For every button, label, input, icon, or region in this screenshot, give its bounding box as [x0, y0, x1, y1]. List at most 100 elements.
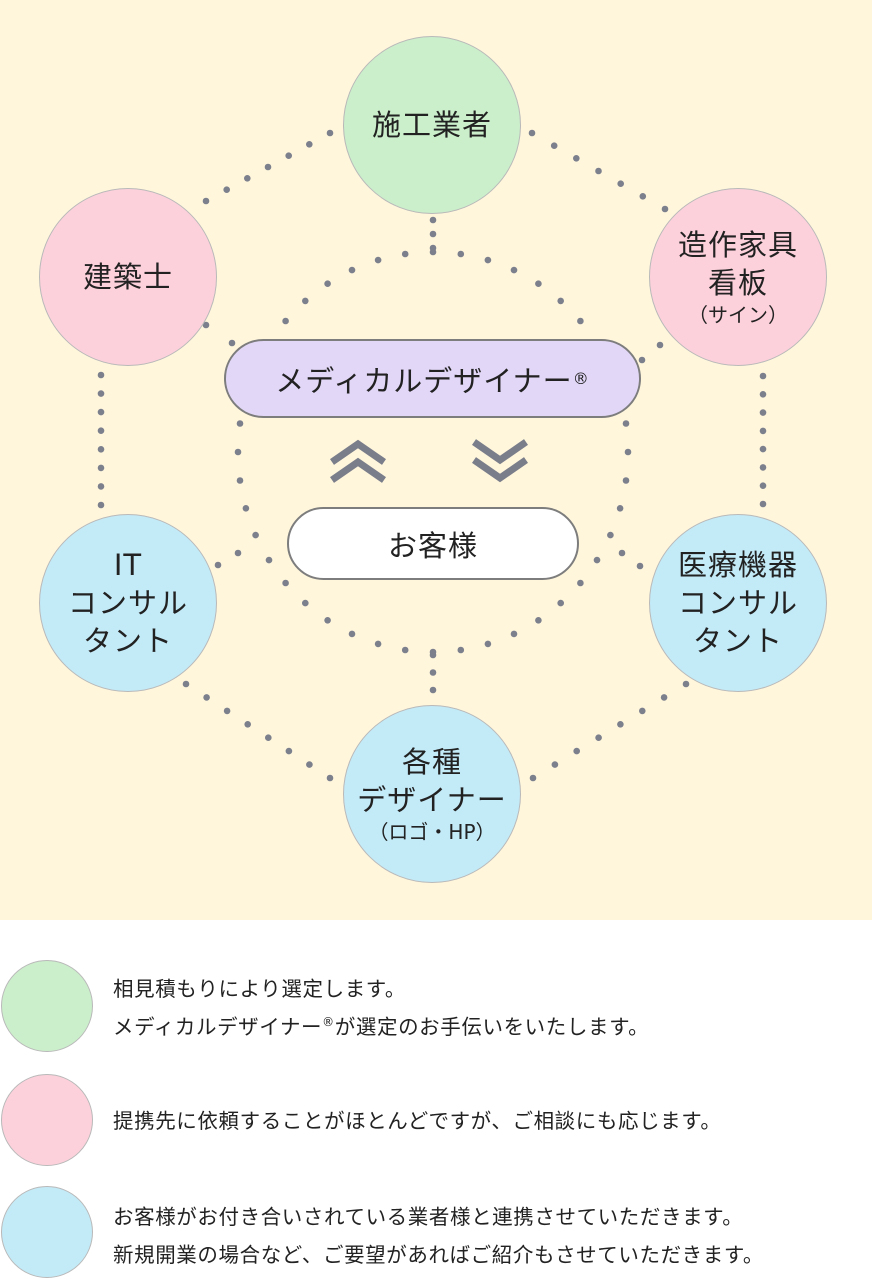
- connector-dot: [97, 483, 105, 490]
- connector-dot: [484, 640, 492, 648]
- legend-pink-line1: 提携先に依頼することがほとんどですが、ご相談にも応じます。: [113, 1109, 722, 1133]
- node-contractor: 施工業者: [343, 36, 521, 214]
- connector-dot: [374, 256, 382, 264]
- legend-blue-line2: 新規開業の場合など、ご要望があればご紹介もさせていただきます。: [113, 1243, 765, 1267]
- legend-green-swatch: [1, 960, 93, 1052]
- connector-dot: [97, 501, 105, 509]
- connector-dot: [510, 630, 518, 638]
- connector-dot: [557, 599, 564, 607]
- connector-dot: [202, 321, 210, 329]
- connector-dot: [282, 317, 289, 325]
- connector-dot: [759, 409, 767, 416]
- connector-dot: [223, 707, 231, 715]
- connector-dot: [244, 721, 251, 728]
- connector-dot: [759, 391, 767, 398]
- double-chevron-down-icon: [472, 439, 528, 483]
- connector-dot: [682, 680, 690, 688]
- connector-dot: [324, 617, 331, 624]
- connector-dot: [97, 446, 105, 453]
- connector-dot: [429, 230, 437, 238]
- connector-dot: [529, 774, 537, 782]
- connector-dot: [759, 445, 767, 453]
- connector-dot: [593, 556, 601, 564]
- node-contractor-label: 施工業者: [371, 108, 492, 142]
- connector-dot: [577, 317, 584, 325]
- legend-blue-text: お客様がお付き合いされている業者様と連携させていただきます。 新規開業の場合など…: [113, 1198, 764, 1274]
- connector-dot: [202, 197, 210, 205]
- node-medical-line1: 医療機器: [677, 548, 798, 582]
- node-designers-note: （ロゴ・HP）: [368, 820, 496, 844]
- node-medical-line3: タント: [692, 624, 783, 658]
- connector-dot: [97, 427, 105, 435]
- legend-blue-line1: お客様がお付き合いされている業者様と連携させていただきます。: [113, 1205, 744, 1229]
- connector-dot: [656, 341, 664, 349]
- connector-dot: [324, 280, 331, 288]
- node-architect-label: 建築士: [82, 260, 173, 294]
- connector-dot: [401, 250, 409, 258]
- connector-dot: [326, 774, 334, 782]
- connector-dot: [401, 646, 409, 654]
- connector-dot: [306, 761, 313, 768]
- node-it-line3: タント: [82, 624, 173, 658]
- connector-dot: [302, 297, 309, 305]
- connector-dot: [551, 761, 559, 768]
- node-medical-line2: コンサル: [677, 586, 798, 620]
- legend-green-line1: 相見積もりにより選定します。: [113, 977, 406, 1001]
- connector-dot: [228, 339, 236, 347]
- legend-blue-swatch: [1, 1186, 93, 1278]
- connector-dot: [264, 163, 272, 171]
- legend-blue: お客様がお付き合いされている業者様と連携させていただきます。 新規開業の場合など…: [0, 1186, 872, 1280]
- connector-dot: [618, 549, 626, 557]
- client-pill: お客様: [287, 507, 579, 580]
- connector-dot: [759, 500, 767, 508]
- service-network-diagram: 施工業者 建築士 造作家具 看板 （サイン） IT コンサル タント 医療機器 …: [0, 0, 872, 920]
- connector-dot: [97, 464, 105, 472]
- connector-dot: [759, 372, 767, 380]
- connector-dot: [429, 216, 437, 224]
- node-fixtures-note: （サイン）: [688, 303, 788, 327]
- node-it-consultant: IT コンサル タント: [39, 514, 217, 692]
- connector-dot: [244, 175, 251, 182]
- connector-dot: [550, 142, 558, 149]
- connector-dot: [348, 630, 356, 638]
- connector-dot: [661, 205, 669, 213]
- connector-dot: [624, 448, 632, 456]
- connector-dot: [528, 129, 536, 137]
- connector-dot: [429, 244, 437, 252]
- connector-dot: [97, 371, 105, 379]
- node-designers-line2: デザイナー: [357, 783, 507, 817]
- node-it-line1: IT: [113, 548, 143, 582]
- client-label: お客様: [387, 528, 478, 563]
- connector-dot: [457, 250, 465, 258]
- connector-dot: [607, 531, 614, 539]
- node-it-line2: コンサル: [67, 586, 188, 620]
- connector-dot: [573, 747, 580, 755]
- node-fixtures-signage: 造作家具 看板 （サイン）: [649, 188, 827, 366]
- legend-pink: 提携先に依頼することがほとんどですが、ご相談にも応じます。: [0, 1074, 872, 1170]
- node-architect: 建築士: [39, 188, 217, 366]
- connector-dot: [374, 640, 382, 648]
- connector-dot: [759, 464, 767, 471]
- connector-dot: [535, 617, 542, 624]
- connector-dot: [236, 420, 244, 427]
- connector-dot: [617, 180, 624, 187]
- connector-dot: [285, 747, 293, 755]
- connector-dot: [348, 266, 356, 274]
- connector-dot: [429, 686, 437, 694]
- connector-dot: [326, 129, 334, 137]
- node-designers-line1: 各種: [401, 745, 462, 779]
- connector-dot: [759, 427, 767, 435]
- legend-green: 相見積もりにより選定します。 メディカルデザイナー®が選定のお手伝いをいたします…: [0, 960, 872, 1056]
- connector-dot: [595, 167, 602, 175]
- connector-dot: [535, 280, 542, 288]
- connector-dot: [182, 680, 190, 688]
- connector-dot: [223, 186, 230, 193]
- node-designers: 各種 デザイナー （ロゴ・HP）: [343, 705, 521, 883]
- connector-dot: [557, 297, 564, 305]
- node-medical-equipment-consultant: 医療機器 コンサル タント: [649, 514, 827, 692]
- legend-pink-text: 提携先に依頼することがほとんどですが、ご相談にも応じます。: [113, 1102, 721, 1140]
- connector-dot: [306, 141, 313, 148]
- connector-dot: [252, 531, 259, 539]
- connector-dot: [302, 599, 309, 607]
- connector-dot: [97, 390, 105, 397]
